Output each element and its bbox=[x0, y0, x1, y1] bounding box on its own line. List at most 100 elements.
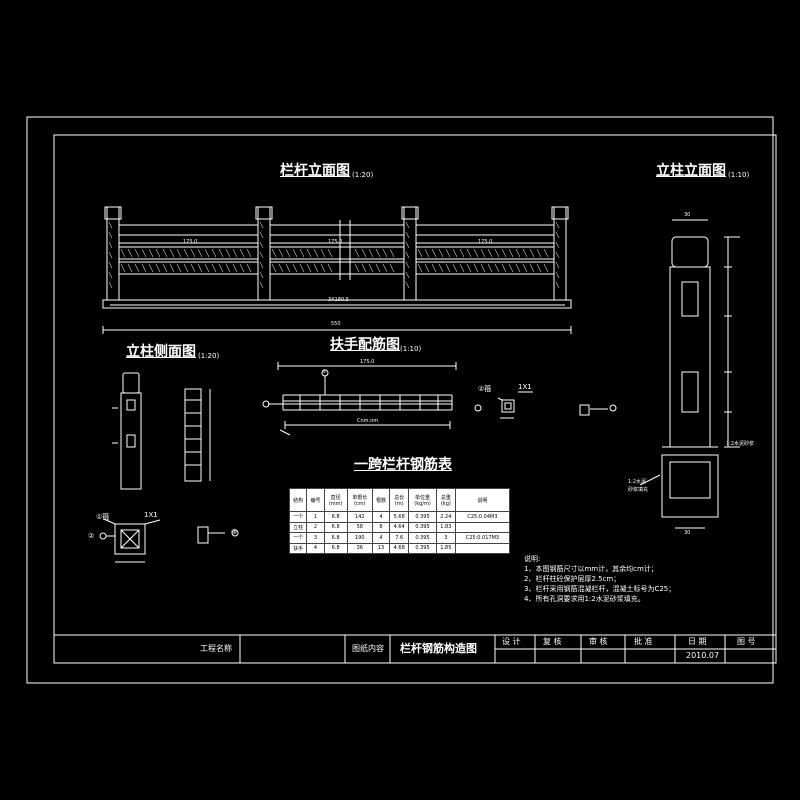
col-number: 编号 bbox=[306, 488, 325, 512]
col-unit-weight: 单位重(kg/m) bbox=[408, 488, 437, 512]
cell: 6.8 bbox=[323, 521, 348, 533]
note-item: 1、本图钢筋尺寸以mm计，其余均cm计； bbox=[524, 565, 658, 573]
cell: 4 bbox=[306, 542, 325, 554]
note-item: 4、所有孔洞要求用1:2水泥砂浆填充。 bbox=[524, 595, 645, 603]
cell: 1.85 bbox=[435, 542, 456, 554]
col-unit-length: 单根长(cm) bbox=[346, 488, 373, 512]
cell bbox=[454, 542, 511, 554]
table-row: 立柱 2 6.8 58 8 4.64 0.395 1.83 bbox=[288, 521, 511, 533]
cell: 1 bbox=[306, 511, 325, 523]
notes: 说明: 1、本图钢筋尺寸以mm计，其余均cm计； 2、栏杆柱砼保护层厚2.5cm… bbox=[524, 554, 675, 604]
col-count: 根数 bbox=[371, 488, 391, 512]
detail-top-right-label: ②箍 bbox=[478, 385, 492, 393]
date-label: 日 期 bbox=[688, 637, 707, 646]
post-left-note-2: 砂浆填充 bbox=[628, 487, 649, 493]
post-bottom-dim: 30 bbox=[684, 530, 691, 536]
cell: 4.68 bbox=[389, 542, 410, 554]
cell: 2.24 bbox=[435, 511, 456, 523]
col-total-weight: 总重(kg) bbox=[435, 488, 456, 512]
handrail-rebar-scale: (1:10) bbox=[400, 345, 422, 353]
cell: 13 bbox=[371, 542, 391, 554]
cell: 0.395 bbox=[408, 511, 437, 523]
cell: 4.64 bbox=[389, 521, 410, 533]
handrail-top-dim: 175.0 bbox=[360, 359, 375, 365]
railing-elevation-title: 栏杆立面图 bbox=[280, 163, 350, 179]
post-right-note: 1:2水泥砂浆 bbox=[726, 441, 755, 447]
cell: 0.395 bbox=[408, 542, 437, 554]
cell: 6.8 bbox=[323, 542, 348, 554]
table-row: 一个 3 6.8 190 4 7.6 0.395 3 C25:0.017M3 bbox=[288, 532, 511, 544]
cell: 一个 bbox=[288, 532, 308, 544]
handrail-rebar-title: 扶手配筋图 bbox=[330, 337, 400, 353]
post-top-dim: 30 bbox=[684, 212, 691, 218]
cell: 8 bbox=[371, 521, 391, 533]
detail-mid-left-marker: 1X1 bbox=[144, 511, 158, 519]
table-row: 一个 1 6.8 142 4 5.68 0.395 2.24 C25:0.04M… bbox=[288, 511, 511, 523]
review-label: 审 核 bbox=[589, 637, 608, 646]
cell: C25:0.017M3 bbox=[454, 532, 511, 544]
post-side-title: 立柱侧面图 bbox=[126, 344, 196, 360]
rebar-table: 结构 编号 直径(mm) 单根长(cm) 根数 总长(m) 单位重(kg/m) … bbox=[288, 488, 511, 554]
col-structure: 结构 bbox=[288, 488, 308, 512]
cell: 3 bbox=[435, 532, 456, 544]
cell: 2 bbox=[306, 521, 325, 533]
cell: 一个 bbox=[288, 511, 308, 523]
section-details bbox=[99, 391, 617, 563]
drawing-no-label: 图 号 bbox=[737, 637, 756, 646]
table-row: 扶手 4 6.8 36 13 4.68 0.395 1.85 bbox=[288, 542, 511, 554]
cell: C25:0.04M3 bbox=[454, 511, 511, 523]
cell: 36 bbox=[346, 542, 373, 554]
railing-elevation bbox=[102, 206, 572, 334]
inner-border bbox=[53, 134, 777, 664]
post-elevation-title: 立柱立面图 bbox=[656, 163, 726, 179]
drawing-name: 栏杆钢筋构造图 bbox=[400, 642, 477, 655]
handrail-inner-dim: Cnm.nm bbox=[357, 418, 379, 424]
post-side-scale: (1:20) bbox=[198, 352, 220, 360]
cell: 扶手 bbox=[288, 542, 308, 554]
cell: 142 bbox=[346, 511, 373, 523]
design-label: 设 计 bbox=[502, 637, 521, 646]
cell: 6.8 bbox=[323, 511, 348, 523]
note-item: 2、栏杆柱砼保护层厚2.5cm； bbox=[524, 575, 621, 583]
post-elevation bbox=[639, 219, 740, 529]
cell: 58 bbox=[346, 521, 373, 533]
content-label: 图纸内容 bbox=[352, 644, 384, 653]
outer-border bbox=[26, 116, 774, 684]
cell: 4 bbox=[371, 511, 391, 523]
detail-small-right-circle: ③ bbox=[231, 528, 238, 536]
cell: 190 bbox=[346, 532, 373, 544]
panel-dim-2: 175.0 bbox=[328, 239, 343, 245]
approve-label: 批 准 bbox=[634, 637, 653, 646]
cell: 1.83 bbox=[435, 521, 456, 533]
post-elevation-scale: (1:10) bbox=[728, 171, 750, 179]
title-block bbox=[54, 634, 776, 663]
notes-heading: 说明: bbox=[524, 555, 541, 563]
cell: 3 bbox=[306, 532, 325, 544]
col-diameter: 直径(mm) bbox=[323, 488, 348, 512]
detail-mid-left-label: ①箍 bbox=[96, 513, 110, 521]
cell: 0.395 bbox=[408, 532, 437, 544]
cell: 5.68 bbox=[389, 511, 410, 523]
railing-elevation-scale: (1:20) bbox=[352, 171, 374, 179]
panel-dim-3: 175.0 bbox=[478, 239, 493, 245]
post-left-note-1: 1:2水泥 bbox=[628, 479, 647, 485]
cell: 6.8 bbox=[323, 532, 348, 544]
detail-top-right-marker: 1X1 bbox=[518, 383, 532, 391]
cell: 7.6 bbox=[389, 532, 410, 544]
handrail-ref-mark: ① bbox=[322, 369, 327, 375]
panel-dim-1: 175.0 bbox=[183, 239, 198, 245]
cell: 4 bbox=[371, 532, 391, 544]
cell bbox=[454, 521, 511, 533]
note-item: 3、栏杆采用钢筋混凝栏杆，混凝土标号为C25； bbox=[524, 585, 676, 593]
post-side-view bbox=[112, 372, 211, 490]
rebar-table-title: 一跨栏杆钢筋表 bbox=[354, 457, 452, 473]
rebar-table-header: 结构 编号 直径(mm) 单根长(cm) 根数 总长(m) 单位重(kg/m) … bbox=[288, 488, 511, 512]
cell: 0.395 bbox=[408, 521, 437, 533]
date-value: 2010.07 bbox=[686, 651, 720, 660]
detail-mid-left-circle: ② bbox=[88, 532, 95, 540]
overall-dim: 550 bbox=[331, 321, 341, 327]
handrail-rebar-view bbox=[262, 362, 457, 436]
col-remark: 说明 bbox=[454, 488, 511, 512]
project-label: 工程名称 bbox=[200, 644, 232, 653]
